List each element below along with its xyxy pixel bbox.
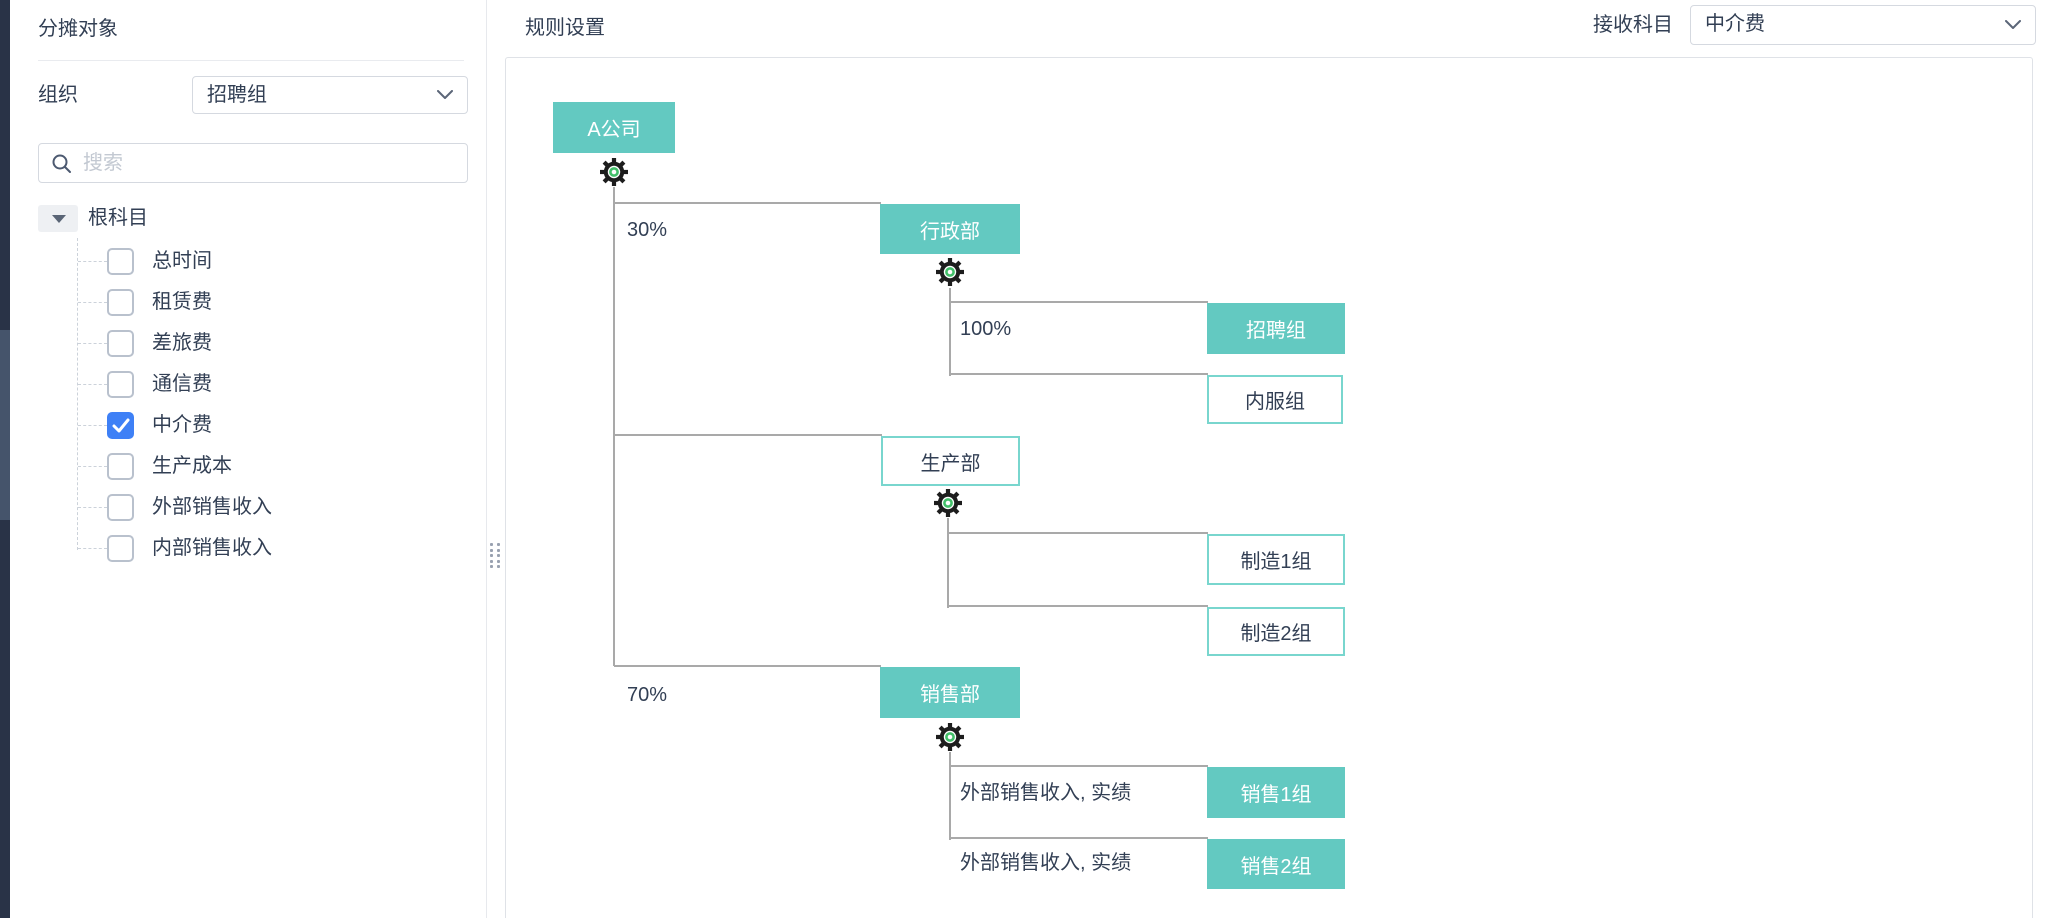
org-node-production[interactable]: 生产部 xyxy=(881,436,1020,486)
item-label: 生产成本 xyxy=(152,455,232,477)
checkbox[interactable] xyxy=(107,248,134,275)
divider xyxy=(38,60,464,61)
panel-resize-handle[interactable] xyxy=(490,543,500,568)
checkbox[interactable] xyxy=(107,330,134,357)
checkbox[interactable] xyxy=(107,412,134,439)
connector-line xyxy=(948,605,1208,607)
tree-collapse-button[interactable] xyxy=(38,205,78,232)
ratio-label: 30% xyxy=(627,219,668,241)
left-nav-strip xyxy=(0,0,10,918)
tree-item: 差旅费 xyxy=(77,330,467,357)
left-nav-strip-highlight xyxy=(0,330,10,520)
item-label: 外部销售收入 xyxy=(152,496,272,518)
org-node-recruit[interactable]: 招聘组 xyxy=(1207,303,1345,354)
org-node-manufacturing2[interactable]: 制造2组 xyxy=(1207,607,1345,656)
tree-item: 外部销售收入 xyxy=(77,494,467,521)
checkbox[interactable] xyxy=(107,289,134,316)
org-node-sales[interactable]: 销售部 xyxy=(880,667,1020,718)
gear-icon[interactable] xyxy=(932,487,964,519)
chevron-down-icon xyxy=(2005,20,2021,29)
rules-panel: 规则设置 接收科目 中介费 A公司 行政部 招聘组 内服组 生产部 制造1组 制… xyxy=(487,0,2048,918)
checkbox[interactable] xyxy=(107,453,134,480)
tree-item: 租赁费 xyxy=(77,289,467,316)
search-icon xyxy=(52,154,71,173)
connector-line xyxy=(950,301,1208,303)
item-label: 通信费 xyxy=(152,373,212,395)
rule-label: 外部销售收入, 实绩 xyxy=(960,852,1132,874)
org-select[interactable]: 招聘组 xyxy=(192,76,468,114)
org-node-sales1[interactable]: 销售1组 xyxy=(1207,767,1345,818)
gear-icon[interactable] xyxy=(598,156,630,188)
check-icon xyxy=(112,418,130,433)
caret-down-icon xyxy=(52,215,66,223)
connector-line xyxy=(947,518,949,608)
gear-icon[interactable] xyxy=(934,256,966,288)
tree-connector xyxy=(77,238,78,550)
checkbox[interactable] xyxy=(107,371,134,398)
allocation-title: 分摊对象 xyxy=(38,18,118,40)
chevron-down-icon xyxy=(437,90,453,99)
allocation-sidebar: 分摊对象 组织 招聘组 根科目 总时间 租赁费 差旅费 通信费 中介费 xyxy=(10,0,487,918)
org-node-company[interactable]: A公司 xyxy=(553,102,675,153)
org-node-manufacturing1[interactable]: 制造1组 xyxy=(1207,534,1345,585)
connector-line xyxy=(950,373,1208,375)
rule-label: 外部销售收入, 实绩 xyxy=(960,782,1132,804)
search-input[interactable] xyxy=(83,145,458,181)
org-label: 组织 xyxy=(38,84,78,106)
checkbox[interactable] xyxy=(107,535,134,562)
org-node-sales2[interactable]: 销售2组 xyxy=(1207,839,1345,889)
org-select-value: 招聘组 xyxy=(207,84,267,106)
org-node-internal-service[interactable]: 内服组 xyxy=(1207,375,1343,424)
search-box[interactable] xyxy=(38,143,468,183)
gear-icon[interactable] xyxy=(934,721,966,753)
ratio-label: 70% xyxy=(627,684,668,706)
connector-line xyxy=(613,187,615,666)
tree-item: 总时间 xyxy=(77,248,467,275)
receive-subject-select[interactable]: 中介费 xyxy=(1690,5,2036,45)
tree-root-label: 根科目 xyxy=(88,207,148,229)
ratio-label: 100% xyxy=(960,318,1012,340)
item-label: 租赁费 xyxy=(152,291,212,313)
tree-item: 内部销售收入 xyxy=(77,535,467,562)
connector-line xyxy=(948,532,1208,534)
rules-title: 规则设置 xyxy=(525,17,605,39)
checkbox[interactable] xyxy=(107,494,134,521)
tree-item: 通信费 xyxy=(77,371,467,398)
connector-line xyxy=(614,202,881,204)
receive-subject-label: 接收科目 xyxy=(1593,14,1673,36)
tree-item: 生产成本 xyxy=(77,453,467,480)
item-label: 内部销售收入 xyxy=(152,537,272,559)
connector-line xyxy=(950,765,1208,767)
item-label: 中介费 xyxy=(152,414,212,436)
tree-item: 中介费 xyxy=(77,412,467,439)
item-label: 总时间 xyxy=(152,250,212,272)
item-label: 差旅费 xyxy=(152,332,212,354)
connector-line xyxy=(949,288,951,376)
connector-line xyxy=(949,752,951,840)
receive-subject-value: 中介费 xyxy=(1705,13,1765,35)
connector-line xyxy=(614,434,882,436)
connector-line xyxy=(614,665,881,667)
connector-line xyxy=(950,837,1208,839)
org-node-admin[interactable]: 行政部 xyxy=(880,204,1020,254)
